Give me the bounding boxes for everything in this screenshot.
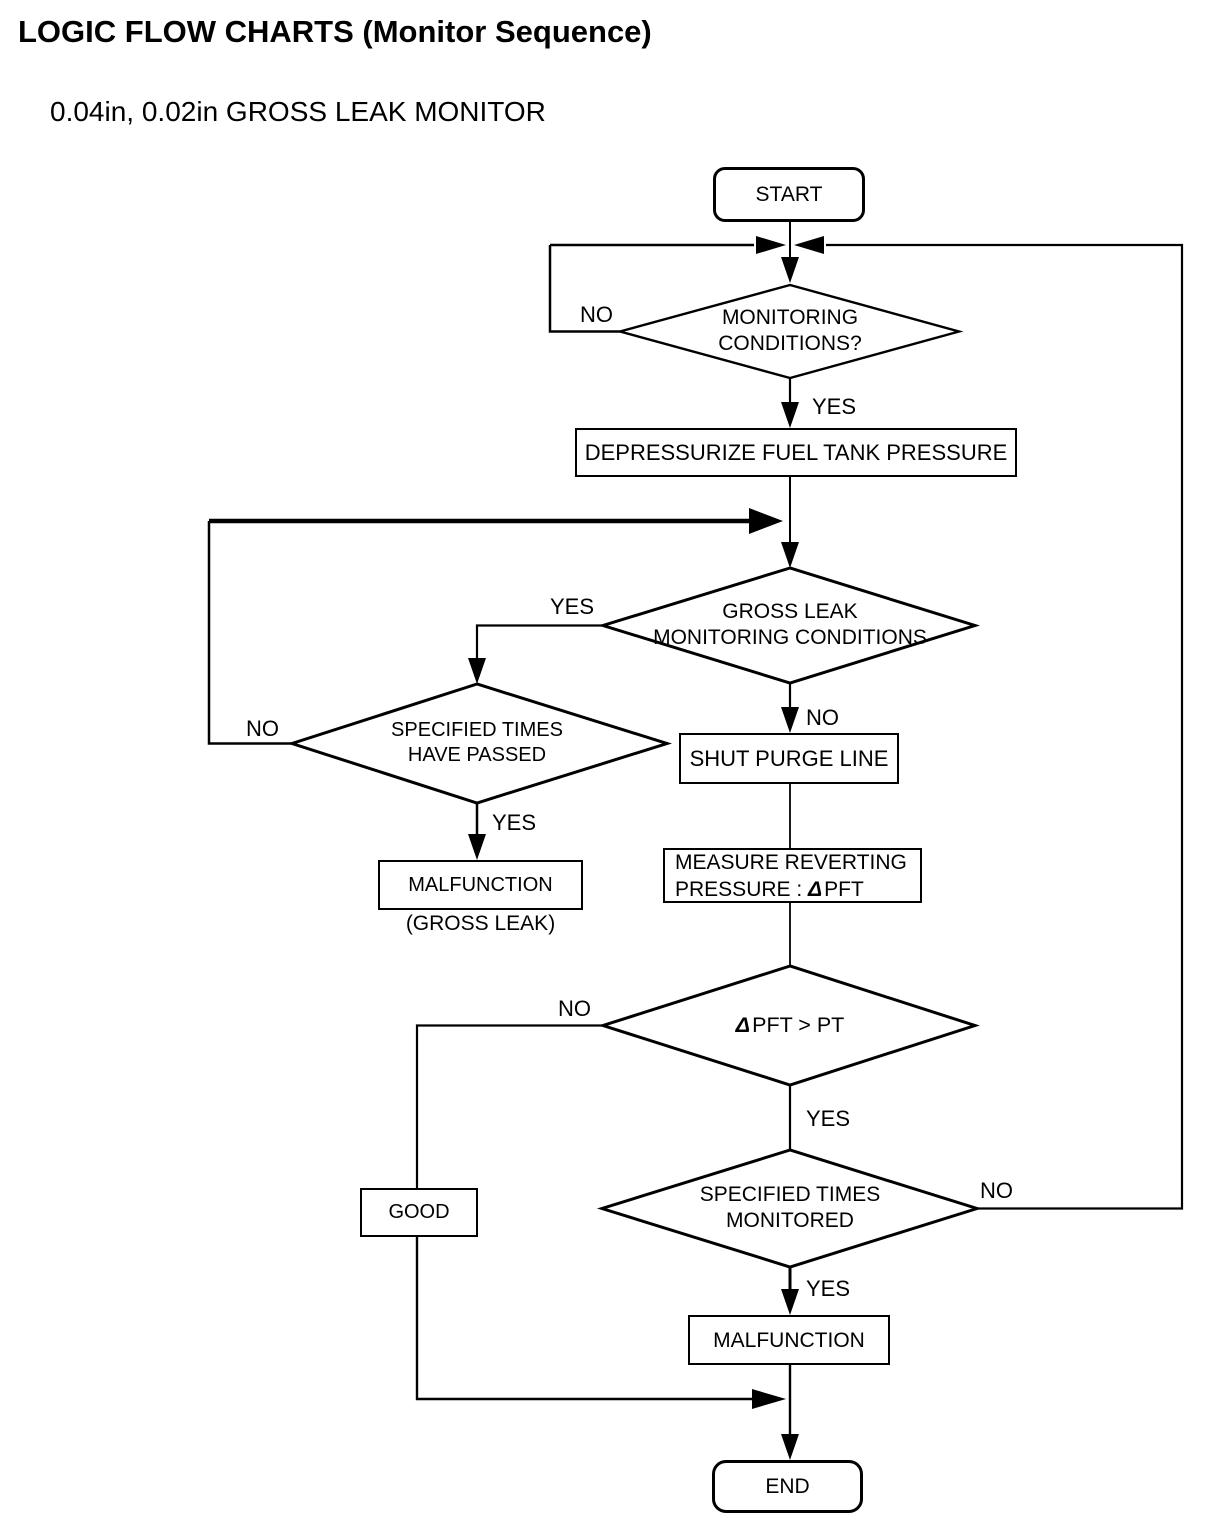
measure-line2-prefix: PRESSURE : (675, 877, 809, 901)
arrowhead-junction-right (794, 236, 824, 254)
delta-symbol: Δ (808, 877, 823, 901)
monitoring-conditions-text: MONITORING CONDITIONS? (718, 306, 862, 355)
process-depressurize: DEPRESSURIZE FUEL TANK PRESSURE (575, 428, 1017, 477)
decision-gross-leak-monitoring (597, 566, 981, 685)
label-times-passed-no: NO (246, 716, 279, 741)
connector-gross-leak-yes (475, 624, 603, 660)
measure-line1: MEASURE REVERTING (675, 850, 907, 874)
process-malfunction: MALFUNCTION (688, 1315, 890, 1365)
specified-times-passed-text: SPECIFIED TIMES HAVE PASSED (391, 719, 563, 766)
process-good: GOOD (360, 1188, 478, 1237)
label-monitoring-no: NO (580, 302, 613, 327)
label-monitoring-yes: YES (812, 394, 857, 419)
arrowhead-junction-left (756, 236, 786, 254)
connector-dpft-no (415, 1024, 603, 1188)
process-shut-purge-line: SHUT PURGE LINE (679, 733, 899, 784)
connector-monitoring-no-loop (548, 245, 620, 333)
arrowhead-reentry-loop (749, 508, 783, 534)
label-dpft-yes: YES (806, 1106, 851, 1131)
arrowhead-good-merge (752, 1389, 786, 1409)
arrowhead-into-end (781, 1434, 799, 1460)
arrowhead-into-monitoring (781, 257, 799, 283)
caption-gross-leak: (GROSS LEAK) (405, 912, 556, 935)
label-times-monitored-yes: YES (806, 1276, 851, 1301)
label-dpft-no: NO (558, 996, 591, 1021)
label-gross-leak-no: NO (806, 705, 839, 730)
node-start: START (713, 167, 865, 222)
process-measure-reverting-pressure: MEASURE REVERTING PRESSURE : ΔPFT (663, 848, 922, 903)
process-malfunction-gross-leak: MALFUNCTION (378, 860, 583, 910)
page-subtitle: 0.04in, 0.02in GROSS LEAK MONITOR (50, 96, 546, 127)
connector-good-merge (415, 1237, 754, 1401)
arrowhead-into-malfunction-gl (468, 834, 486, 860)
decision-dpft-gt-pt (598, 964, 980, 1087)
delta-symbol: Δ (735, 1013, 751, 1037)
label-times-passed-yes: YES (492, 810, 537, 835)
gross-leak-conditions-text: GROSS LEAK MONITORING CONDITIONS (653, 600, 927, 649)
page-title: LOGIC FLOW CHARTS (Monitor Sequence) (18, 14, 652, 49)
decision-monitoring-conditions (615, 283, 964, 380)
decision-specified-times-passed (287, 682, 673, 805)
arrowhead-into-times-passed (468, 658, 486, 684)
node-end: END (712, 1460, 863, 1513)
arrowhead-into-gross-leak (781, 542, 799, 568)
measure-line2-suffix: PFT (824, 877, 864, 901)
label-times-monitored-no: NO (980, 1178, 1013, 1203)
arrowhead-into-malfunction (781, 1289, 799, 1315)
decision-specified-times-monitored (596, 1148, 983, 1269)
specified-times-monitored-text: SPECIFIED TIMES MONITORED (699, 1183, 881, 1232)
dpft-gt-pt-text: ΔPFT > PT (735, 1013, 845, 1037)
connector-times-monitored-no-loop (826, 243, 1184, 1210)
label-gross-leak-yes: YES (550, 594, 595, 619)
connector-times-passed-no-loop (207, 521, 292, 745)
arrowhead-into-shut-purge (781, 707, 799, 733)
arrowhead-into-depressurize (781, 402, 799, 428)
